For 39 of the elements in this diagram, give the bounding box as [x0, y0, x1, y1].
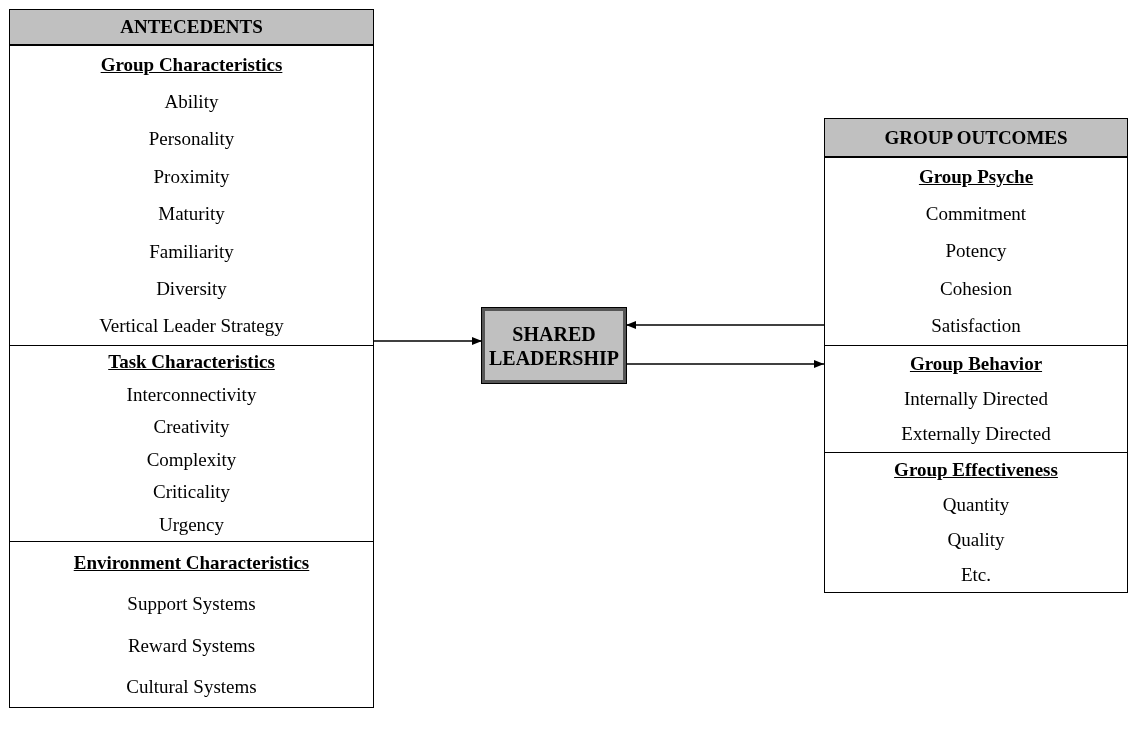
- list-item: Support Systems: [127, 593, 256, 616]
- table-header: GROUP OUTCOMES: [825, 119, 1127, 157]
- list-item: Quality: [947, 528, 1005, 551]
- arrow: [625, 360, 825, 368]
- list-item: Satisfaction: [931, 315, 1021, 338]
- list-item: Familiarity: [149, 240, 234, 263]
- list-item: Proximity: [153, 165, 230, 188]
- section-heading: Environment Characteristics: [73, 551, 310, 574]
- section-heading: Group Behavior: [909, 352, 1043, 375]
- section-heading: Group Psyche: [918, 165, 1034, 188]
- list-item: Cohesion: [940, 277, 1012, 300]
- list-item: Complexity: [146, 448, 237, 471]
- list-item: Reward Systems: [127, 634, 256, 657]
- list-item: Urgency: [158, 513, 225, 536]
- list-item: Personality: [148, 128, 235, 151]
- list-item: Externally Directed: [901, 423, 1051, 446]
- arrow: [373, 337, 483, 345]
- list-item: Maturity: [158, 203, 225, 226]
- list-item: Internally Directed: [904, 388, 1048, 410]
- list-item: Quantity: [942, 494, 1010, 517]
- list-item: Vertical Leader Strategy: [99, 315, 284, 338]
- arrow: [625, 321, 825, 329]
- list-item: Creativity: [153, 416, 230, 439]
- list-item: Cultural Systems: [126, 676, 257, 699]
- section-heading: Group Effectiveness: [894, 459, 1058, 482]
- list-item: Ability: [164, 91, 219, 114]
- list-item: Criticality: [152, 481, 230, 504]
- box-label: SHARED LEADERSHIP: [488, 321, 620, 370]
- section-heading: Group Characteristics: [100, 53, 283, 76]
- list-item: Interconnectivity: [126, 383, 257, 406]
- list-item: Etc.: [960, 563, 992, 586]
- table-panel: [9, 9, 374, 708]
- list-item: Commitment: [925, 203, 1027, 226]
- list-item: Diversity: [156, 277, 227, 300]
- process-box: [482, 308, 626, 383]
- table-panel: [824, 118, 1128, 593]
- list-item: Potency: [945, 240, 1007, 263]
- section-heading: Task Characteristics: [108, 351, 275, 374]
- table-header: ANTECEDENTS: [10, 10, 373, 45]
